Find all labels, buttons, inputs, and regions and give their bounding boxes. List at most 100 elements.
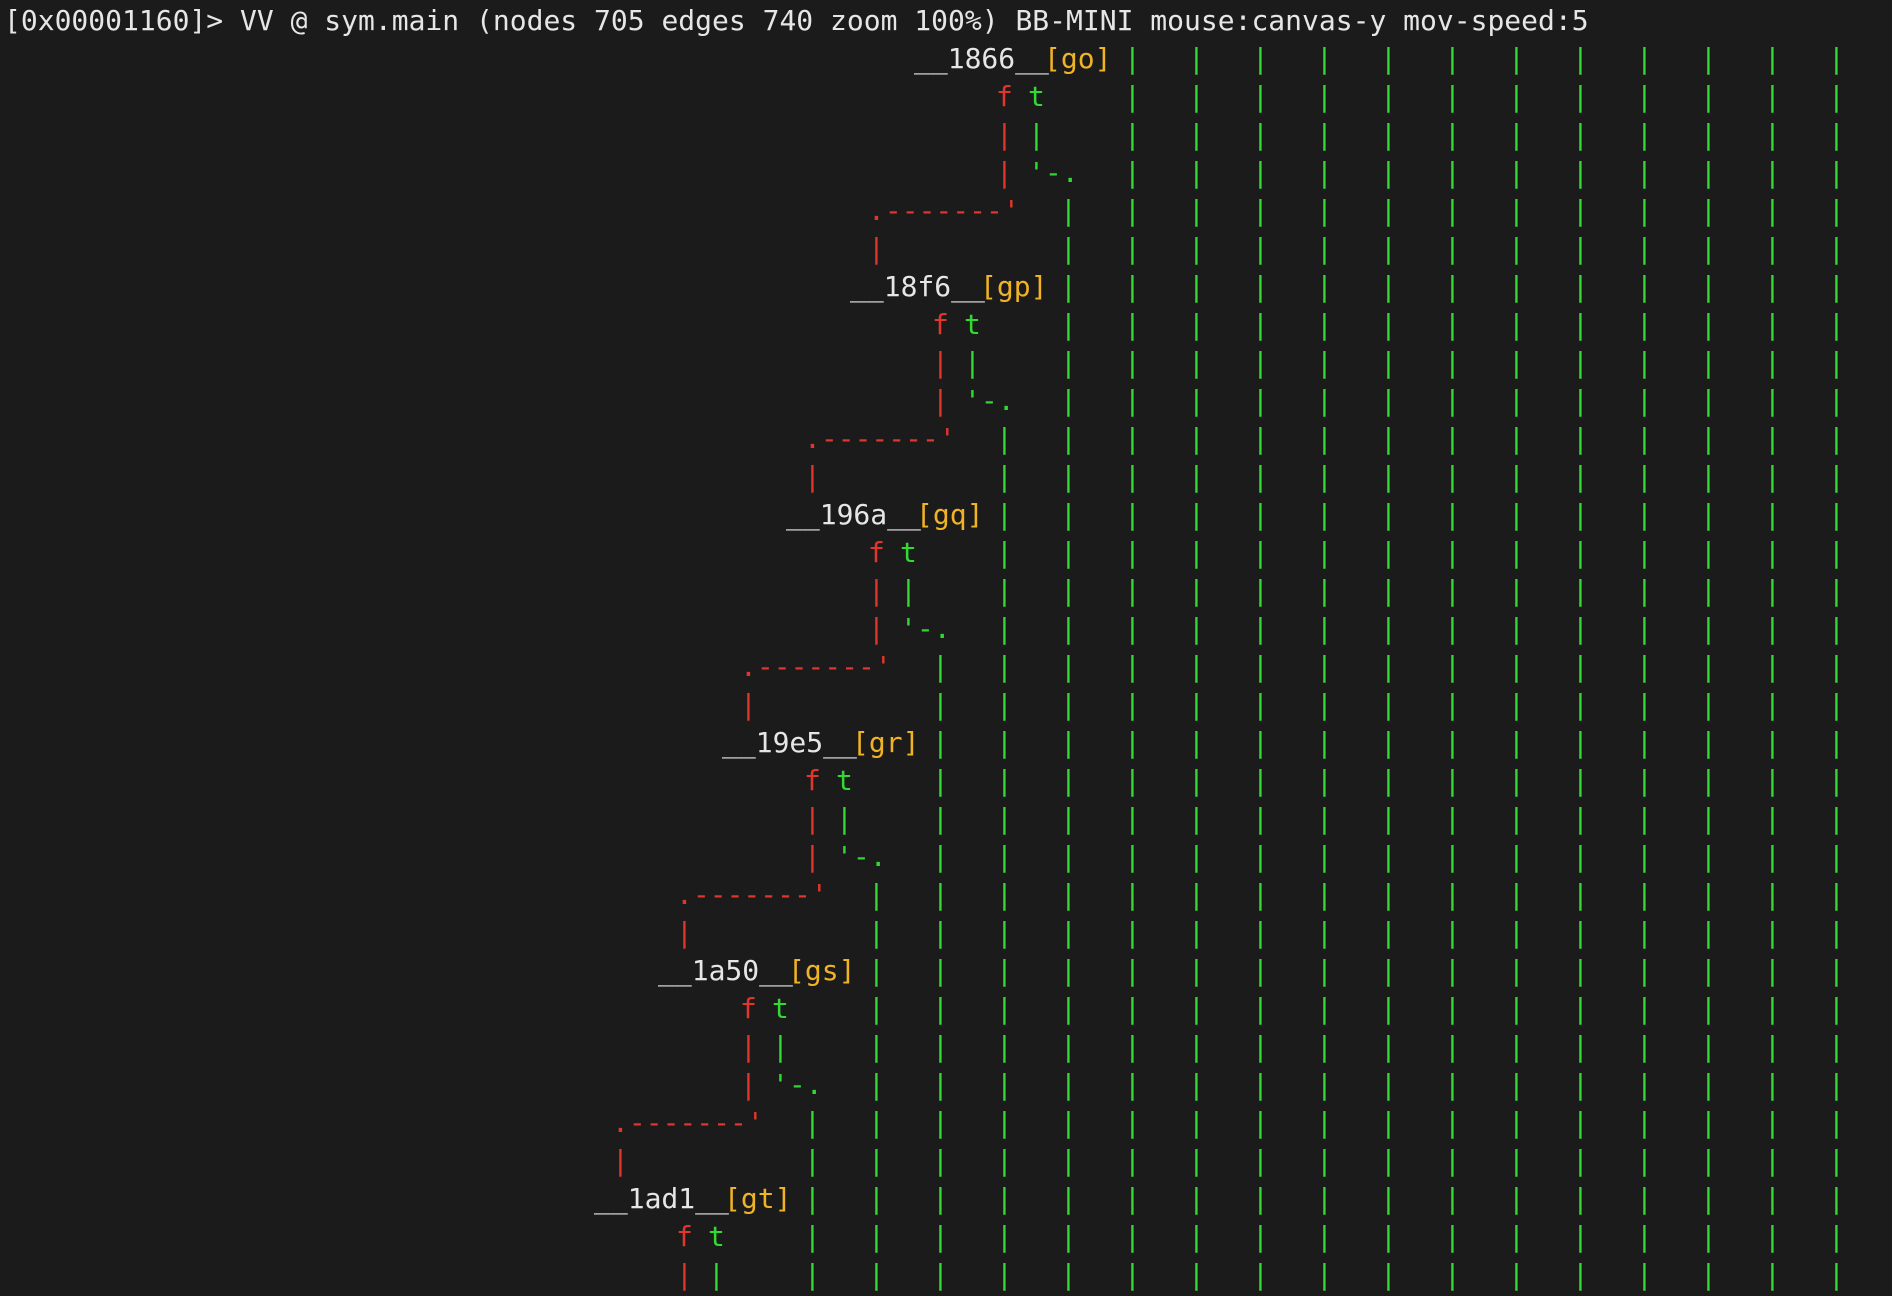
true-edge: | (1444, 308, 1461, 341)
true-edge: | (1508, 498, 1525, 531)
true-edge: | (1380, 42, 1397, 75)
true-edge: | (1060, 612, 1077, 645)
true-edge: | (1572, 878, 1589, 911)
true-edge: | (1700, 802, 1717, 835)
node-shortcut[interactable]: [go] (1044, 42, 1112, 75)
true-edge: | (1700, 346, 1717, 379)
true-branch-label: t (836, 764, 853, 797)
true-edge: | (1700, 1030, 1717, 1063)
false-edge-connector: .-------' (868, 194, 1020, 227)
node-shortcut[interactable]: [gr] (852, 726, 920, 759)
true-edge: | (932, 1030, 949, 1063)
true-edge: | (1252, 992, 1269, 1025)
true-edge: | (1252, 574, 1269, 607)
true-edge: | (1636, 308, 1653, 341)
true-edge: | (1252, 1068, 1269, 1101)
true-edge: | (932, 954, 949, 987)
true-edge: | (1252, 346, 1269, 379)
true-edge: | (1380, 460, 1397, 493)
true-edge: | (1380, 1144, 1397, 1177)
true-edge: | (1380, 536, 1397, 569)
true-edge: | (1508, 194, 1525, 227)
true-edge: | (1316, 270, 1333, 303)
true-edge: | (1508, 232, 1525, 265)
true-edge: | (1636, 498, 1653, 531)
true-edge: | (1572, 1030, 1589, 1063)
true-edge: | (1124, 764, 1141, 797)
true-edge: | (1124, 1220, 1141, 1253)
node-label[interactable]: __1866__ (914, 42, 1049, 75)
true-edge: | (1764, 460, 1781, 493)
true-edge: | (1316, 536, 1333, 569)
true-edge: | (1700, 916, 1717, 949)
true-edge: | (1828, 232, 1845, 265)
true-edge: | (1444, 1144, 1461, 1177)
true-edge: | (1508, 1144, 1525, 1177)
true-edge: | (1572, 1220, 1589, 1253)
node-label[interactable]: __18f6__ (850, 270, 985, 303)
true-edge: | (1764, 80, 1781, 113)
true-edge: | (1636, 802, 1653, 835)
false-edge: | (676, 1258, 693, 1291)
true-edge: | (1188, 650, 1205, 683)
true-edge: | (1316, 118, 1333, 151)
false-edge: | (932, 346, 949, 379)
true-edge: | (1572, 308, 1589, 341)
true-edge: | (1700, 156, 1717, 189)
true-edge: | (1700, 1068, 1717, 1101)
true-edge: | (1060, 1182, 1077, 1215)
true-edge: | (996, 802, 1013, 835)
true-edge: | (1764, 156, 1781, 189)
true-edge: | (1764, 726, 1781, 759)
true-edge: | (1636, 42, 1653, 75)
true-edge: | (1060, 650, 1077, 683)
node-shortcut[interactable]: [gs] (788, 954, 856, 987)
true-edge: | (1060, 384, 1077, 417)
true-edge: | (1764, 650, 1781, 683)
true-edge: | (1188, 1106, 1205, 1139)
true-edge: | (1060, 764, 1077, 797)
true-edge: | (1636, 422, 1653, 455)
true-edge: | (996, 1182, 1013, 1215)
node-shortcut[interactable]: [gt] (724, 1182, 792, 1215)
true-edge: | (1188, 1030, 1205, 1063)
true-edge: | (1636, 1220, 1653, 1253)
false-edge-connector: .-------' (740, 650, 892, 683)
true-edge: | (1444, 194, 1461, 227)
node-label[interactable]: __1ad1__ (594, 1182, 729, 1215)
true-edge: | (868, 1220, 885, 1253)
node-shortcut[interactable]: [gp] (980, 270, 1048, 303)
true-edge: | (1828, 726, 1845, 759)
true-edge: | (1380, 916, 1397, 949)
true-edge: | (1508, 992, 1525, 1025)
true-edge: | (1764, 802, 1781, 835)
node-label[interactable]: __19e5__ (722, 726, 857, 759)
true-edge: | (1444, 612, 1461, 645)
true-edge: | (996, 1106, 1013, 1139)
true-edge: | (1316, 1030, 1333, 1063)
true-edge: | (1636, 688, 1653, 721)
true-edge: | (996, 1220, 1013, 1253)
true-edge: | (1444, 460, 1461, 493)
true-edge: | (996, 916, 1013, 949)
node-label[interactable]: __196a__ (786, 498, 921, 531)
true-edge: | (1764, 1220, 1781, 1253)
status-line: [0x00001160]> VV @ sym.main (nodes 705 e… (4, 4, 1589, 37)
true-edge: | (1188, 384, 1205, 417)
true-edge: | (1700, 308, 1717, 341)
true-edge: | (1764, 118, 1781, 151)
true-edge: | (1444, 270, 1461, 303)
node-label[interactable]: __1a50__ (658, 954, 793, 987)
true-edge: | (868, 1182, 885, 1215)
true-edge: | (1444, 878, 1461, 911)
true-edge: | (1188, 802, 1205, 835)
true-edge: | (1124, 574, 1141, 607)
true-edge: | (1572, 498, 1589, 531)
true-edge: | (1508, 536, 1525, 569)
node-shortcut[interactable]: [gq] (916, 498, 984, 531)
true-edge: | (1060, 232, 1077, 265)
true-edge: | (932, 1182, 949, 1215)
true-edge: | (1252, 1106, 1269, 1139)
true-edge: | (1572, 270, 1589, 303)
